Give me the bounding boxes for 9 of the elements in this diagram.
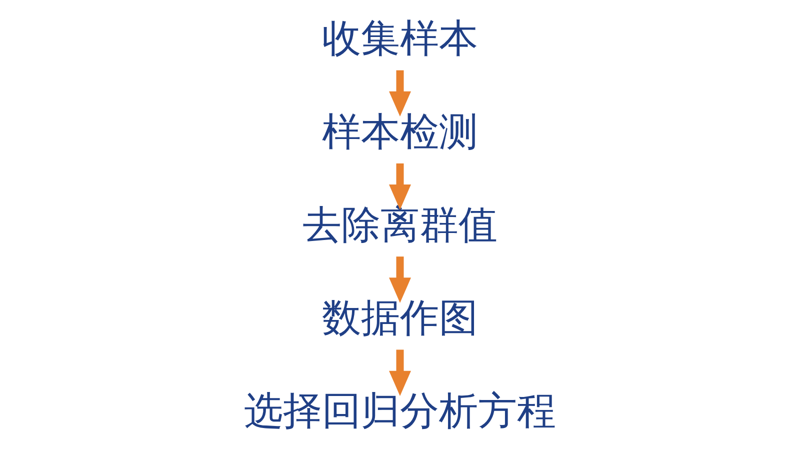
node-text: 样本检测 (322, 110, 478, 155)
node-text: 数据作图 (322, 296, 478, 342)
node-text: 去除离群值 (302, 202, 498, 248)
arrow (389, 70, 411, 117)
node-text: 收集样本 (322, 16, 478, 62)
arrow (389, 350, 411, 396)
arrow (389, 163, 411, 210)
arrow (389, 256, 411, 303)
node-text: 选择回归分析方程 (244, 389, 556, 434)
